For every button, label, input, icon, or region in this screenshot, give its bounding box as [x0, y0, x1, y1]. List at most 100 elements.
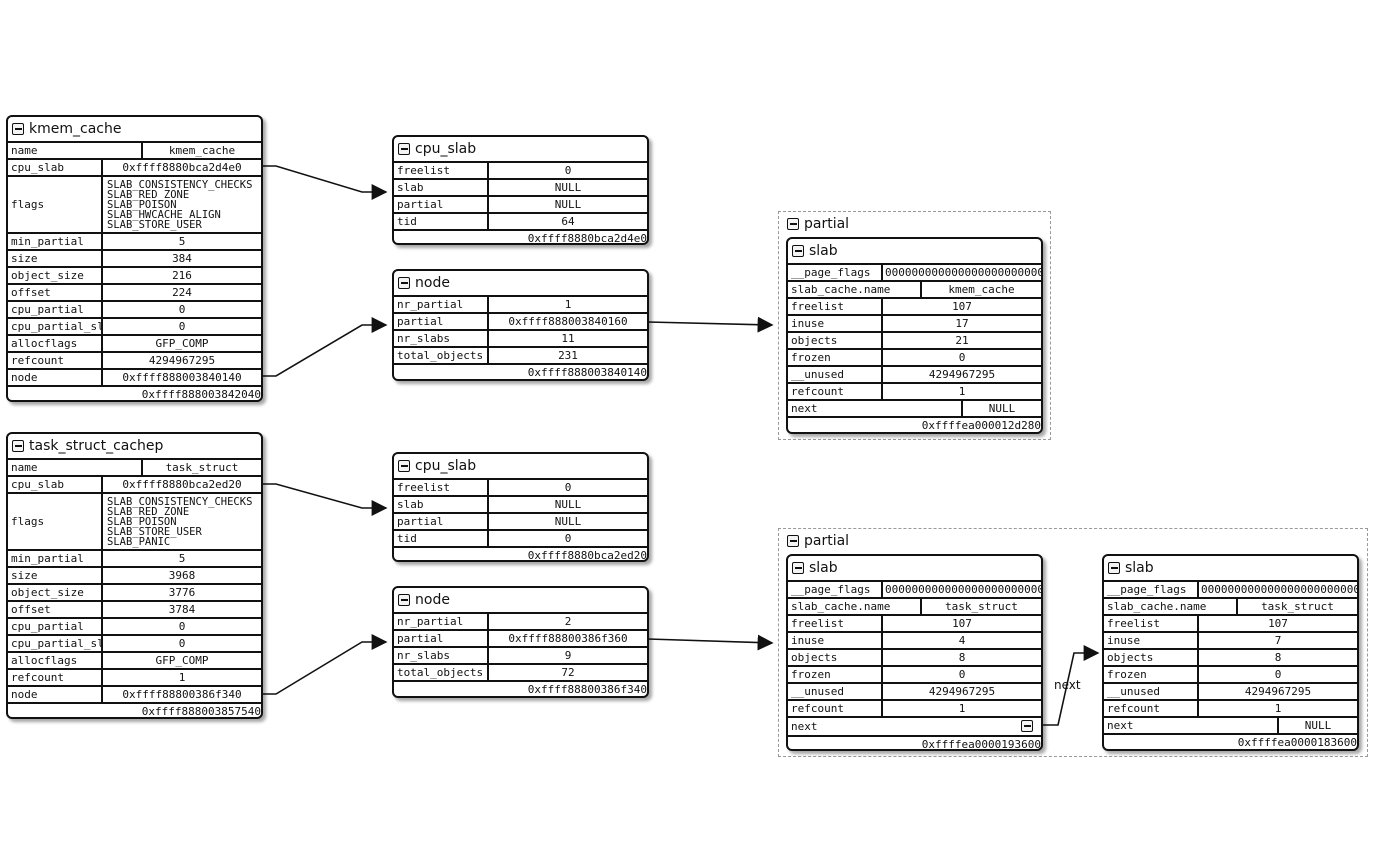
flag-item: SLAB_STORE_USER	[107, 525, 202, 538]
field-key: inuse	[1104, 633, 1199, 648]
node-header[interactable]: node	[394, 588, 647, 614]
field-value: 7	[1274, 634, 1282, 647]
node-header[interactable]: node	[394, 271, 647, 297]
slab-title: slab	[809, 560, 838, 576]
field-value: 3968	[168, 569, 196, 582]
collapse-toggle-icon[interactable]	[12, 440, 24, 452]
pointer-value: 0xffff8880bca2ed20	[122, 478, 242, 491]
task-struct-cachep-header[interactable]: task_struct_cachep	[8, 434, 261, 460]
field-value: 216	[172, 269, 192, 282]
field-value: 0xffff888003840160	[489, 314, 647, 329]
field-key: slab_cache.name	[788, 599, 922, 614]
collapse-toggle-icon[interactable]	[398, 460, 410, 472]
struct-address: 0xffff888003842040	[141, 388, 261, 401]
field-key: tid	[394, 214, 489, 229]
slab-header[interactable]: slab	[1104, 556, 1357, 582]
field-key: nr_partial	[394, 297, 489, 312]
field-value: 1	[958, 702, 966, 715]
cpu-slab-header[interactable]: cpu_slab	[394, 137, 647, 163]
field-value: 4294967295	[1244, 685, 1312, 698]
field-key: refcount	[8, 670, 103, 685]
slab-title: slab	[809, 243, 838, 259]
collapse-toggle-icon[interactable]	[398, 594, 410, 606]
collapse-toggle-icon[interactable]	[398, 143, 410, 155]
collapse-toggle-icon[interactable]	[12, 123, 24, 135]
task-struct-cachep-title: task_struct_cachep	[29, 438, 164, 454]
field-key: flags	[8, 494, 103, 549]
field-value: 0000000000000000000000000	[885, 583, 1041, 596]
collapse-toggle-icon[interactable]	[398, 277, 410, 289]
collapse-toggle-icon[interactable]	[787, 535, 799, 547]
field-value: 5	[178, 552, 186, 565]
arrow-task-node	[262, 634, 388, 695]
partial-group-header[interactable]: partial	[779, 529, 1367, 553]
field-row: inuse 7	[1104, 633, 1357, 650]
partial-group-header[interactable]: partial	[779, 212, 1050, 236]
field-value: 0000000000000000000000000	[1201, 583, 1357, 596]
field-key: __unused	[788, 367, 883, 382]
flag-item: SLAB_CONSISTENCY_CHECKS	[107, 495, 253, 508]
partial-group-title: partial	[804, 533, 850, 549]
collapse-toggle-icon[interactable]	[792, 562, 804, 574]
field-value: 1	[1274, 702, 1282, 715]
field-key: freelist	[1104, 616, 1199, 631]
pointer-value: 0xffff888003840140	[122, 371, 242, 384]
struct-address: 0xffff8880bca2d4e0	[527, 232, 647, 245]
collapse-toggle-icon[interactable]	[787, 218, 799, 230]
struct-address: 0xffffea0000183600	[1237, 736, 1357, 749]
field-key: inuse	[788, 316, 883, 331]
slab-header[interactable]: slab	[788, 239, 1041, 265]
field-value: 0	[958, 668, 966, 681]
field-key: refcount	[788, 384, 883, 399]
field-key: partial	[394, 631, 489, 646]
cpu-slab-header[interactable]: cpu_slab	[394, 454, 647, 480]
field-key: slab_cache.name	[788, 282, 922, 297]
struct-address: 0xffffea000012d280	[921, 419, 1041, 432]
slab-header[interactable]: slab	[788, 556, 1041, 582]
field-value: 3784	[168, 603, 196, 616]
field-value: 8	[958, 651, 966, 664]
field-key: size	[8, 568, 103, 583]
field-value: 107	[1268, 617, 1288, 630]
arrow-slab-next	[1042, 645, 1100, 726]
field-key: partial	[394, 197, 489, 212]
field-key: __page_flags	[788, 265, 883, 280]
field-key: size	[8, 251, 103, 266]
field-key: name	[8, 460, 143, 475]
field-key: cpu_partial	[8, 302, 103, 317]
arrow-node2-partial	[647, 634, 774, 651]
partial-group: partial	[778, 211, 1051, 440]
collapse-toggle-icon[interactable]	[1021, 720, 1033, 732]
kmem-cache-header[interactable]: kmem_cache	[8, 117, 261, 143]
field-key: cpu_partial_sl	[8, 319, 103, 334]
collapse-toggle-icon[interactable]	[792, 245, 804, 257]
collapse-toggle-icon[interactable]	[1108, 562, 1120, 574]
